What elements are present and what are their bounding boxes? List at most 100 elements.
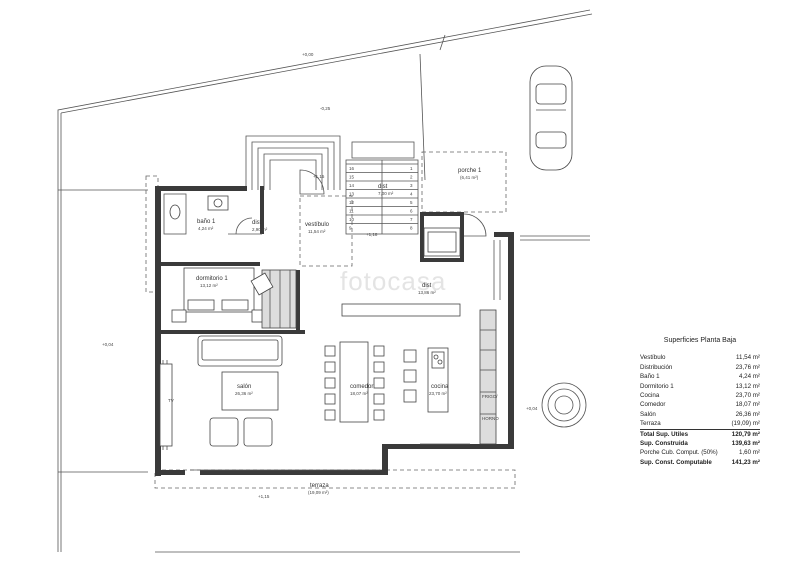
doors <box>228 169 487 237</box>
room-dist2-area: 13,86 m² <box>418 290 436 295</box>
porche-outline <box>421 151 507 213</box>
exterior-walls <box>155 186 514 476</box>
room-salon-area: 26,36 m² <box>235 391 253 396</box>
level-mark: +0,00 <box>302 52 314 57</box>
stair-number: 7 <box>410 217 413 222</box>
tree-icon <box>541 382 587 428</box>
surface-row: Cocina 23,70 m² <box>640 391 760 400</box>
stair-number: 1 <box>410 166 413 171</box>
stair-number: 11 <box>349 209 354 214</box>
surface-total-value: 139,63 m² <box>731 440 760 448</box>
surface-row: Comedor 18,07 m² <box>640 400 760 409</box>
surface-row-label: Salón <box>640 410 656 418</box>
stair-number: 16 <box>349 166 355 171</box>
room-cocina-name: cocina <box>431 384 449 390</box>
vestibulo-outline <box>299 195 353 267</box>
room-bano-area: 4,24 m² <box>198 226 214 231</box>
surface-total-value: 1,60 m² <box>739 449 760 457</box>
room-dormitorio-name: dormitorio 1 <box>196 276 228 282</box>
stair-number: 2 <box>410 175 413 180</box>
room-vestibulo-area: 11,54 m² <box>308 229 326 234</box>
bathroom-fixtures <box>163 193 229 235</box>
stair-number: 4 <box>410 192 413 197</box>
surface-row-value: 13,12 m² <box>735 382 760 390</box>
surface-total-label: Sup. Construida <box>640 440 688 448</box>
surface-row-label: Dormitorio 1 <box>640 382 674 390</box>
surface-row-value: 11,54 m² <box>736 354 760 362</box>
comedor-furniture <box>250 272 461 423</box>
room-comedor-name: comedor <box>350 384 373 390</box>
surface-row: Baño 1 4,24 m² <box>640 372 760 381</box>
level-mark: +0,04 <box>526 406 538 411</box>
stair-number: 12 <box>349 200 355 205</box>
room-vestibulo-name: vestíbulo <box>305 222 330 228</box>
stair-number: 10 <box>349 217 355 222</box>
bedroom-furniture <box>171 267 297 329</box>
surface-row-value: 23,76 m² <box>735 363 760 371</box>
surface-total-row: Porche Cub. Comput. (50%)1,60 m² <box>640 448 760 457</box>
plot-mark <box>439 34 446 51</box>
surface-row-value: 26,36 m² <box>735 410 760 418</box>
horno-label: HORNO <box>482 416 499 421</box>
surface-row-value: 23,70 m² <box>735 392 760 400</box>
surface-total-value: 141,23 m² <box>731 458 760 466</box>
surface-total-label: Sup. Const. Computable <box>640 458 712 466</box>
surface-row-label: Distribución <box>640 363 673 371</box>
stair-number: 14 <box>349 183 355 188</box>
room-dist3-name: dist <box>378 184 388 190</box>
room-dormitorio-area: 13,12 m² <box>200 283 218 288</box>
surface-row: Terraza(19,09) m² <box>640 419 760 428</box>
plot-side-line <box>419 53 426 181</box>
room-terraza-area: (19,09 m²) <box>308 490 329 495</box>
level-mark: +1,15 <box>258 494 270 499</box>
salon-furniture <box>159 335 283 447</box>
kitchen-furniture <box>403 227 497 445</box>
surface-total-label: Total Sup. Utiles <box>640 430 689 438</box>
room-dist2-name: dist <box>422 283 432 289</box>
surface-total-row: Total Sup. Utiles 120,79 m² <box>640 428 760 439</box>
stair-number: 3 <box>410 183 413 188</box>
room-terraza-name: terraza <box>310 483 329 489</box>
room-dist1-area: 2,90 m² <box>252 227 268 232</box>
surface-row-label: Cocina <box>640 392 660 400</box>
stair-number: 15 <box>349 175 355 180</box>
surface-row-value: (19,09) m² <box>731 420 760 428</box>
room-cocina-area: 23,70 m² <box>429 391 447 396</box>
room-dist3-area: 7,00 m² <box>378 191 394 196</box>
surface-total-row: Sup. Construida 139,63 m² <box>640 439 760 448</box>
plot-boundary <box>57 9 591 552</box>
car-icon <box>529 65 573 171</box>
level-mark: +1,18 <box>366 232 378 237</box>
surface-row: Distribución 23,76 m² <box>640 363 760 372</box>
room-porche-name: porche 1 <box>458 168 482 174</box>
level-mark: +0,04 <box>102 342 114 347</box>
surface-row: Vestíbulo 11,54 m² <box>640 353 760 362</box>
room-porche-area: (6,41 m²) <box>460 175 479 180</box>
entrance-steps <box>245 135 341 190</box>
surface-row-value: 4,24 m² <box>739 373 760 381</box>
watermark: fotocasa <box>340 266 446 296</box>
surface-total-row: Sup. Const. Computable 141,23 m² <box>640 458 760 467</box>
tv-label: TV <box>168 398 174 403</box>
surface-total-value: 120,79 m² <box>731 430 760 438</box>
surface-row-label: Baño 1 <box>640 373 660 381</box>
plot-boundary-inner-top <box>60 13 593 114</box>
surface-row: Dormitorio 1 13,12 m² <box>640 382 760 391</box>
stair-number: 9 <box>349 226 352 231</box>
surface-table: Superficies Planta Baja Vestíbulo 11,54 m… <box>640 336 760 467</box>
stair-number: 6 <box>410 209 413 214</box>
surface-row-label: Vestíbulo <box>640 354 666 362</box>
room-bano-name: baño 1 <box>197 219 216 225</box>
level-markers: +0,00 -0,25 +1,15 +1,18 +0,04 +0,04 +1,1… <box>102 52 538 499</box>
room-comedor-area: 18,07 m² <box>350 391 368 396</box>
surface-row-value: 18,07 m² <box>735 401 760 409</box>
surface-row-label: Comedor <box>640 401 666 409</box>
surface-table-title: Superficies Planta Baja <box>663 337 737 344</box>
room-dist1-name: dist <box>252 220 262 226</box>
level-mark: +1,15 <box>313 174 325 179</box>
stair-number: 5 <box>410 200 413 205</box>
